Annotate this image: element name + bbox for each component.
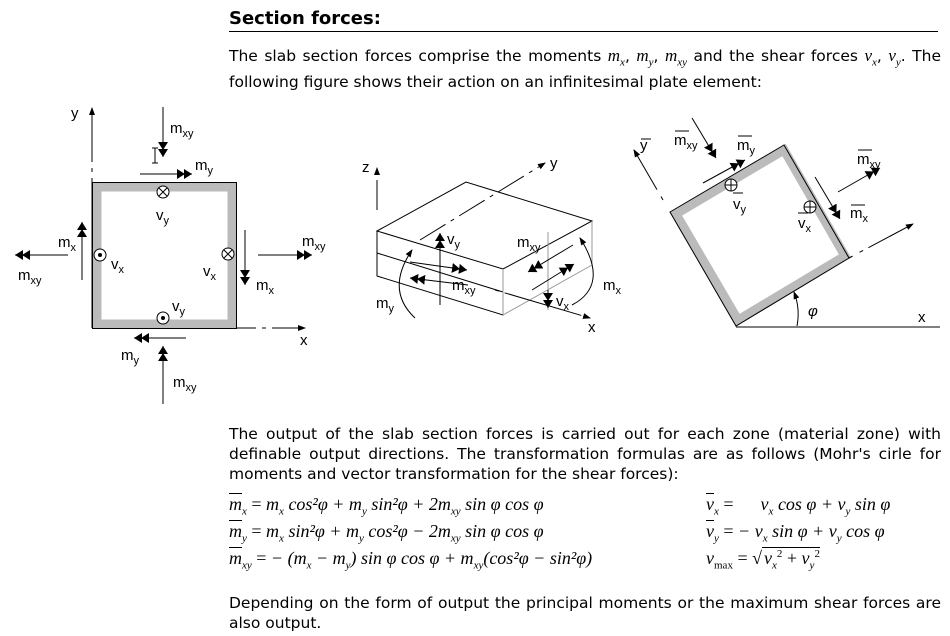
axis-y-label: y <box>550 155 558 172</box>
formula-term: ) sin φ cos φ + m <box>350 548 474 568</box>
out-of-page-icon <box>93 248 107 262</box>
svg-text:my: my <box>121 347 140 367</box>
rotated-element-figure: x y φ mxy my vy mxy vx mx <box>633 117 940 328</box>
formula-subscript: y <box>836 532 842 545</box>
axis-y-label: y <box>71 105 79 122</box>
svg-text:mxy: mxy <box>857 151 881 171</box>
formula-term: m <box>266 521 280 541</box>
svg-text:vx: vx <box>556 293 570 313</box>
formula-subscript: y <box>358 532 364 545</box>
svg-text:mxy: mxy <box>452 277 476 297</box>
into-page-icon <box>803 200 817 214</box>
formula-term: v <box>738 494 769 514</box>
svg-text:vy: vy <box>447 231 461 251</box>
into-page-icon <box>221 247 235 261</box>
formula-term: sin φ <box>850 494 891 514</box>
svg-text:my: my <box>376 295 395 315</box>
formula-subscript: xy <box>450 532 461 545</box>
section-heading: Section forces: <box>229 8 938 32</box>
svg-text:vy: vy <box>156 207 170 227</box>
symbol-vy: vy <box>888 46 901 69</box>
plate-element-figure: y x mxy my vy mx mxy vx vx mx mxy vy my … <box>15 105 326 404</box>
formula-subscript: y <box>361 505 367 518</box>
into-page-icon <box>724 178 738 192</box>
svg-text:mxy: mxy <box>302 233 326 253</box>
svg-text:vx: vx <box>203 263 217 283</box>
svg-text:mxy: mxy <box>18 267 42 287</box>
formula-my-bar: my = mx sin²φ + my cos²φ − 2mxy sin φ co… <box>229 521 544 545</box>
formula-term: sin φ cos φ <box>460 521 544 541</box>
formula-term: cos²φ − 2m <box>363 521 451 541</box>
formula-mx-bar: mx = mx cos²φ + my sin²φ + 2mxy sin φ co… <box>229 494 544 518</box>
formula-subscript: y <box>845 505 851 518</box>
svg-text:mxy: mxy <box>173 374 197 394</box>
output-paragraph: The output of the slab section forces is… <box>229 425 941 483</box>
plate-3d-figure: z y x vy mxy my mxy mx vx <box>362 155 622 336</box>
formula-term: cos φ <box>841 521 885 541</box>
symbol-my: my <box>636 46 654 69</box>
symbol-mx: mx <box>607 46 625 69</box>
axis-ybar-label: y <box>640 137 648 154</box>
svg-text:vx: vx <box>798 215 812 235</box>
svg-text:mx: mx <box>58 234 77 254</box>
formula-subscript: y <box>345 559 351 572</box>
formula-term: m <box>266 494 280 514</box>
formula-mxy-bar: mxy = − (mx − my) sin φ cos φ + mxy(cos²… <box>229 548 593 572</box>
svg-text:vx: vx <box>111 256 125 276</box>
axis-z-label: z <box>362 159 370 176</box>
svg-text:mxy: mxy <box>170 120 194 140</box>
svg-text:vy: vy <box>733 196 747 216</box>
out-of-page-icon <box>156 311 170 325</box>
symbol-mxy: mxy <box>664 46 687 69</box>
svg-text:mx: mx <box>256 277 275 297</box>
formula-term: − m <box>311 548 346 568</box>
formula-term: cos²φ + m <box>283 494 362 514</box>
formula-term: sin φ cos φ <box>460 494 544 514</box>
axis-x-label: x <box>588 319 596 336</box>
svg-text:mx: mx <box>850 205 869 225</box>
formula-subscript: x <box>279 505 284 518</box>
formula-term: sin²φ + m <box>283 521 359 541</box>
formula-subscript: x <box>768 505 774 518</box>
intro-text: The slab section forces comprise the mom… <box>229 47 608 65</box>
formula-term: − (m <box>270 548 307 568</box>
svg-text:mxy: mxy <box>517 234 541 254</box>
symbol-vx: vx <box>864 46 877 69</box>
into-page-icon <box>156 185 170 199</box>
formula-subscript: xy <box>473 559 484 572</box>
svg-text:my: my <box>737 137 756 157</box>
formula-term: − v <box>738 521 763 541</box>
axis-x-label: x <box>918 309 926 326</box>
formula-vmax: vmax = √vx2 + vy2 <box>706 547 820 572</box>
formula-term: sin²φ + 2m <box>366 494 451 514</box>
formula-term: cos φ + v <box>773 494 846 514</box>
axis-x-label: x <box>300 332 308 349</box>
formula-subscript: x <box>279 532 284 545</box>
formula-term: sin φ + v <box>767 521 837 541</box>
intro-paragraph: The slab section forces comprise the mom… <box>229 46 941 92</box>
closing-paragraph: Depending on the form of output the prin… <box>229 594 941 632</box>
formula-subscript: x <box>306 559 312 572</box>
svg-text:vy: vy <box>172 298 186 318</box>
svg-text:mxy: mxy <box>674 132 698 152</box>
formula-subscript: x <box>762 532 768 545</box>
formula-vx-bar: vx = vx cos φ + vy sin φ <box>706 494 891 518</box>
angle-phi-label: φ <box>808 303 818 320</box>
svg-text:mx: mx <box>603 277 622 297</box>
formula-vy-bar: vy = − vx sin φ + vy cos φ <box>706 521 885 545</box>
formula-subscript: xy <box>450 505 461 518</box>
section-forces-figure: y x mxy my vy mx mxy vx vx mx mxy vy my … <box>15 105 940 404</box>
formula-term: (cos²φ − sin²φ) <box>483 548 593 568</box>
svg-text:my: my <box>195 157 214 177</box>
